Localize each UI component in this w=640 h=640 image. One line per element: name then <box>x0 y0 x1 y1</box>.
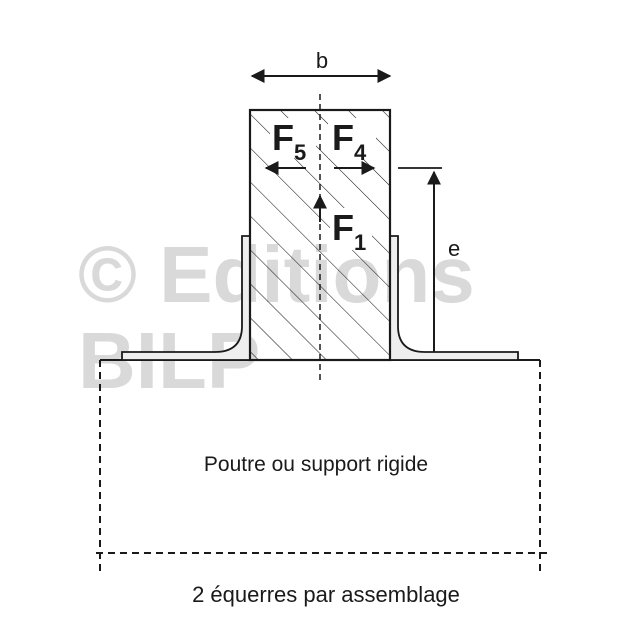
f4-label-background <box>328 118 376 158</box>
right-angle-bracket <box>389 235 519 361</box>
width-label: b <box>316 48 328 73</box>
force-f5-label: F5 <box>272 117 306 165</box>
left-angle-bracket <box>121 235 251 361</box>
f5-label-background <box>270 118 316 158</box>
support-label: Poutre ou support rigide <box>204 453 428 476</box>
caption: 2 équerres par assemblage <box>192 582 460 607</box>
f1-label-background <box>330 208 372 250</box>
height-label: e <box>448 236 460 261</box>
force-f4-label: F4 <box>332 117 367 165</box>
force-f1-label: F1 <box>332 207 366 255</box>
